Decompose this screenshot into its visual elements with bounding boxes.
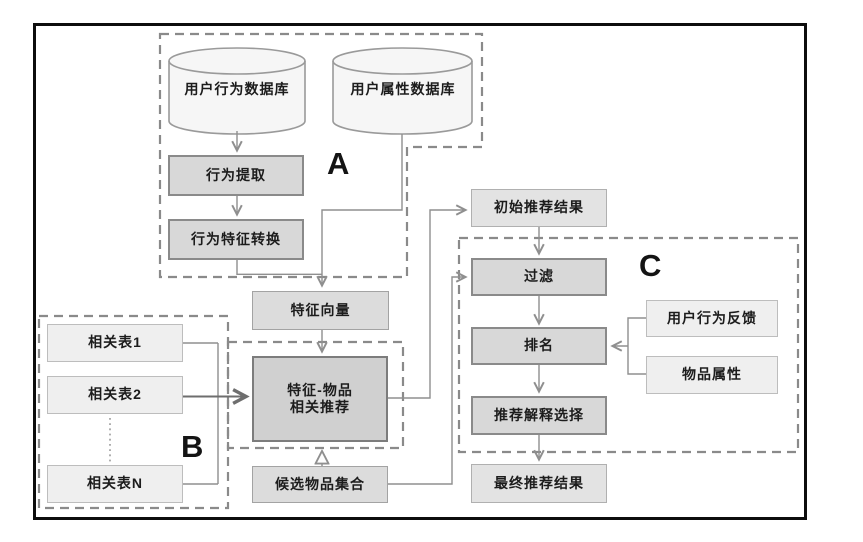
- node-ranking: 排名: [471, 327, 607, 365]
- node-initial-result: 初始推荐结果: [471, 189, 607, 227]
- node-feature-item-reco: 特征-物品 相关推荐: [252, 356, 388, 442]
- node-related-table-2: 相关表2: [47, 376, 183, 414]
- node-candidate-item-set: 候选物品集合: [252, 466, 388, 503]
- node-behavior-db: 用户行为数据库: [171, 70, 303, 108]
- behavior-db-cylinder-rim: [168, 60, 306, 75]
- node-behavior-feature-convert: 行为特征转换: [168, 219, 304, 260]
- node-attribute-db: 用户属性数据库: [336, 70, 470, 108]
- attribute-db-label: 用户属性数据库: [350, 81, 456, 97]
- region-b-label: B: [181, 429, 204, 464]
- node-feature-vector: 特征向量: [252, 291, 389, 330]
- node-item-attribute: 物品属性: [646, 356, 778, 394]
- attribute-db-cylinder-icon: [332, 47, 473, 135]
- node-related-table-n: 相关表N: [47, 465, 183, 503]
- node-user-behavior-feedback: 用户行为反馈: [646, 300, 778, 337]
- database-cylinders: [168, 47, 473, 135]
- region-c-outline: [457, 236, 800, 454]
- node-behavior-extract: 行为提取: [168, 155, 304, 196]
- node-related-table-1: 相关表1: [47, 324, 183, 362]
- region-a-outline: [158, 32, 484, 279]
- feature-item-reco-line1: 特征-物品: [287, 381, 353, 398]
- attribute-db-cylinder-rim: [332, 60, 473, 75]
- behavior-db-cylinder-icon: [168, 47, 306, 135]
- node-explanation-select: 推荐解释选择: [471, 396, 607, 435]
- node-final-result: 最终推荐结果: [471, 464, 607, 503]
- node-filter: 过滤: [471, 258, 607, 296]
- behavior-db-label: 用户行为数据库: [184, 81, 290, 97]
- feature-item-reco-line2: 相关推荐: [290, 399, 350, 415]
- region-a-label: A: [327, 146, 350, 181]
- connectors: [183, 131, 646, 485]
- region-b-outline: [37, 314, 230, 510]
- core-reco-outline: [226, 340, 405, 450]
- region-c-label: C: [639, 248, 662, 283]
